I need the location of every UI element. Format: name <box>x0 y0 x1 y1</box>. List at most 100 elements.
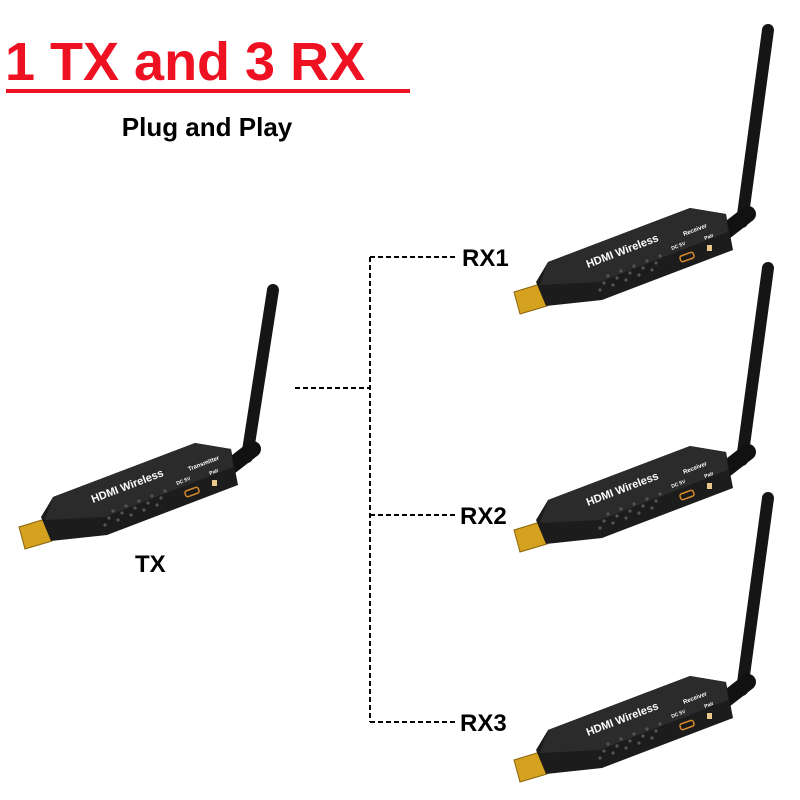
vent-hole <box>658 492 662 496</box>
vent-hole <box>615 514 619 518</box>
vent-hole <box>142 508 146 512</box>
vent-hole <box>650 506 654 510</box>
device-power-label: DC 5V <box>671 479 688 490</box>
vent-hole <box>602 749 606 753</box>
vent-hole <box>155 503 159 507</box>
vent-hole <box>137 499 141 503</box>
antenna-icon <box>736 262 774 466</box>
vent-hole <box>116 518 120 522</box>
vent-hole <box>650 736 654 740</box>
vent-hole <box>111 509 115 513</box>
vent-hole <box>146 501 150 505</box>
title: 1 TX and 3 RX <box>5 32 365 92</box>
subtitle: Plug and Play <box>122 112 293 142</box>
vent-hole <box>159 496 163 500</box>
vent-hole <box>645 727 649 731</box>
vent-hole <box>641 504 645 508</box>
vent-hole <box>606 742 610 746</box>
label-tx: TX <box>135 551 166 578</box>
device-button-label: Pair <box>209 468 220 477</box>
vent-hole <box>120 511 124 515</box>
title-underline <box>6 89 410 93</box>
vent-hole <box>619 737 623 741</box>
hdmi-plug-icon <box>513 751 548 783</box>
hdmi-plug-icon <box>513 283 548 315</box>
vent-hole <box>611 751 615 755</box>
vent-hole <box>658 254 662 258</box>
vent-hole <box>637 511 641 515</box>
device-power-label: DC 5V <box>176 476 193 487</box>
vent-hole <box>624 516 628 520</box>
vent-hole <box>619 269 623 273</box>
vent-hole <box>602 281 606 285</box>
vent-hole <box>654 261 658 265</box>
vent-hole <box>598 756 602 760</box>
vent-hole <box>641 266 645 270</box>
vent-hole <box>658 722 662 726</box>
vent-hole <box>654 729 658 733</box>
vent-hole <box>632 502 636 506</box>
connector-lines <box>295 256 455 723</box>
vent-hole <box>107 516 111 520</box>
vent-hole <box>598 526 602 530</box>
vent-hole <box>611 283 615 287</box>
antenna-icon <box>736 24 774 228</box>
vent-hole <box>133 506 137 510</box>
vent-hole <box>615 276 619 280</box>
dc-port-icon <box>679 489 695 501</box>
dc-port-icon <box>679 719 695 731</box>
vent-hole <box>150 494 154 498</box>
device-button-label: Pair <box>704 471 715 480</box>
vent-hole <box>606 274 610 278</box>
vent-hole <box>615 744 619 748</box>
vent-hole <box>641 734 645 738</box>
vent-hole <box>628 271 632 275</box>
dc-port-icon <box>184 486 200 498</box>
device-top-face <box>45 443 233 520</box>
vent-hole <box>624 746 628 750</box>
vent-hole <box>129 513 133 517</box>
label-rx2: RX2 <box>460 503 507 530</box>
device-top-face <box>540 446 728 523</box>
vent-hole <box>163 489 167 493</box>
vent-hole <box>637 741 641 745</box>
vent-hole <box>598 288 602 292</box>
vent-hole <box>602 519 606 523</box>
vent-hole <box>611 521 615 525</box>
hdmi-plug-icon <box>18 518 53 550</box>
vent-hole <box>645 497 649 501</box>
device-top-face <box>540 208 728 285</box>
device-top-face <box>540 676 728 753</box>
pair-button <box>707 245 712 251</box>
vent-hole <box>624 278 628 282</box>
label-rx3: RX3 <box>460 710 507 737</box>
vent-hole <box>103 523 107 527</box>
vent-hole <box>637 273 641 277</box>
label-rx1: RX1 <box>462 245 509 272</box>
antenna-icon <box>241 284 279 463</box>
pair-button <box>707 713 712 719</box>
device-button-label: Pair <box>704 701 715 710</box>
device-power-label: DC 5V <box>671 709 688 720</box>
vent-hole <box>124 504 128 508</box>
device-button-label: Pair <box>704 233 715 242</box>
dc-port-icon <box>679 251 695 263</box>
vent-hole <box>654 499 658 503</box>
device-power-label: DC 5V <box>671 241 688 252</box>
vent-hole <box>632 264 636 268</box>
vent-hole <box>628 509 632 513</box>
vent-hole <box>650 268 654 272</box>
vent-hole <box>632 732 636 736</box>
pair-button <box>212 480 217 486</box>
pair-button <box>707 483 712 489</box>
vent-hole <box>606 512 610 516</box>
antenna-icon <box>736 492 774 696</box>
vent-hole <box>628 739 632 743</box>
hdmi-plug-icon <box>513 521 548 553</box>
vent-hole <box>619 507 623 511</box>
